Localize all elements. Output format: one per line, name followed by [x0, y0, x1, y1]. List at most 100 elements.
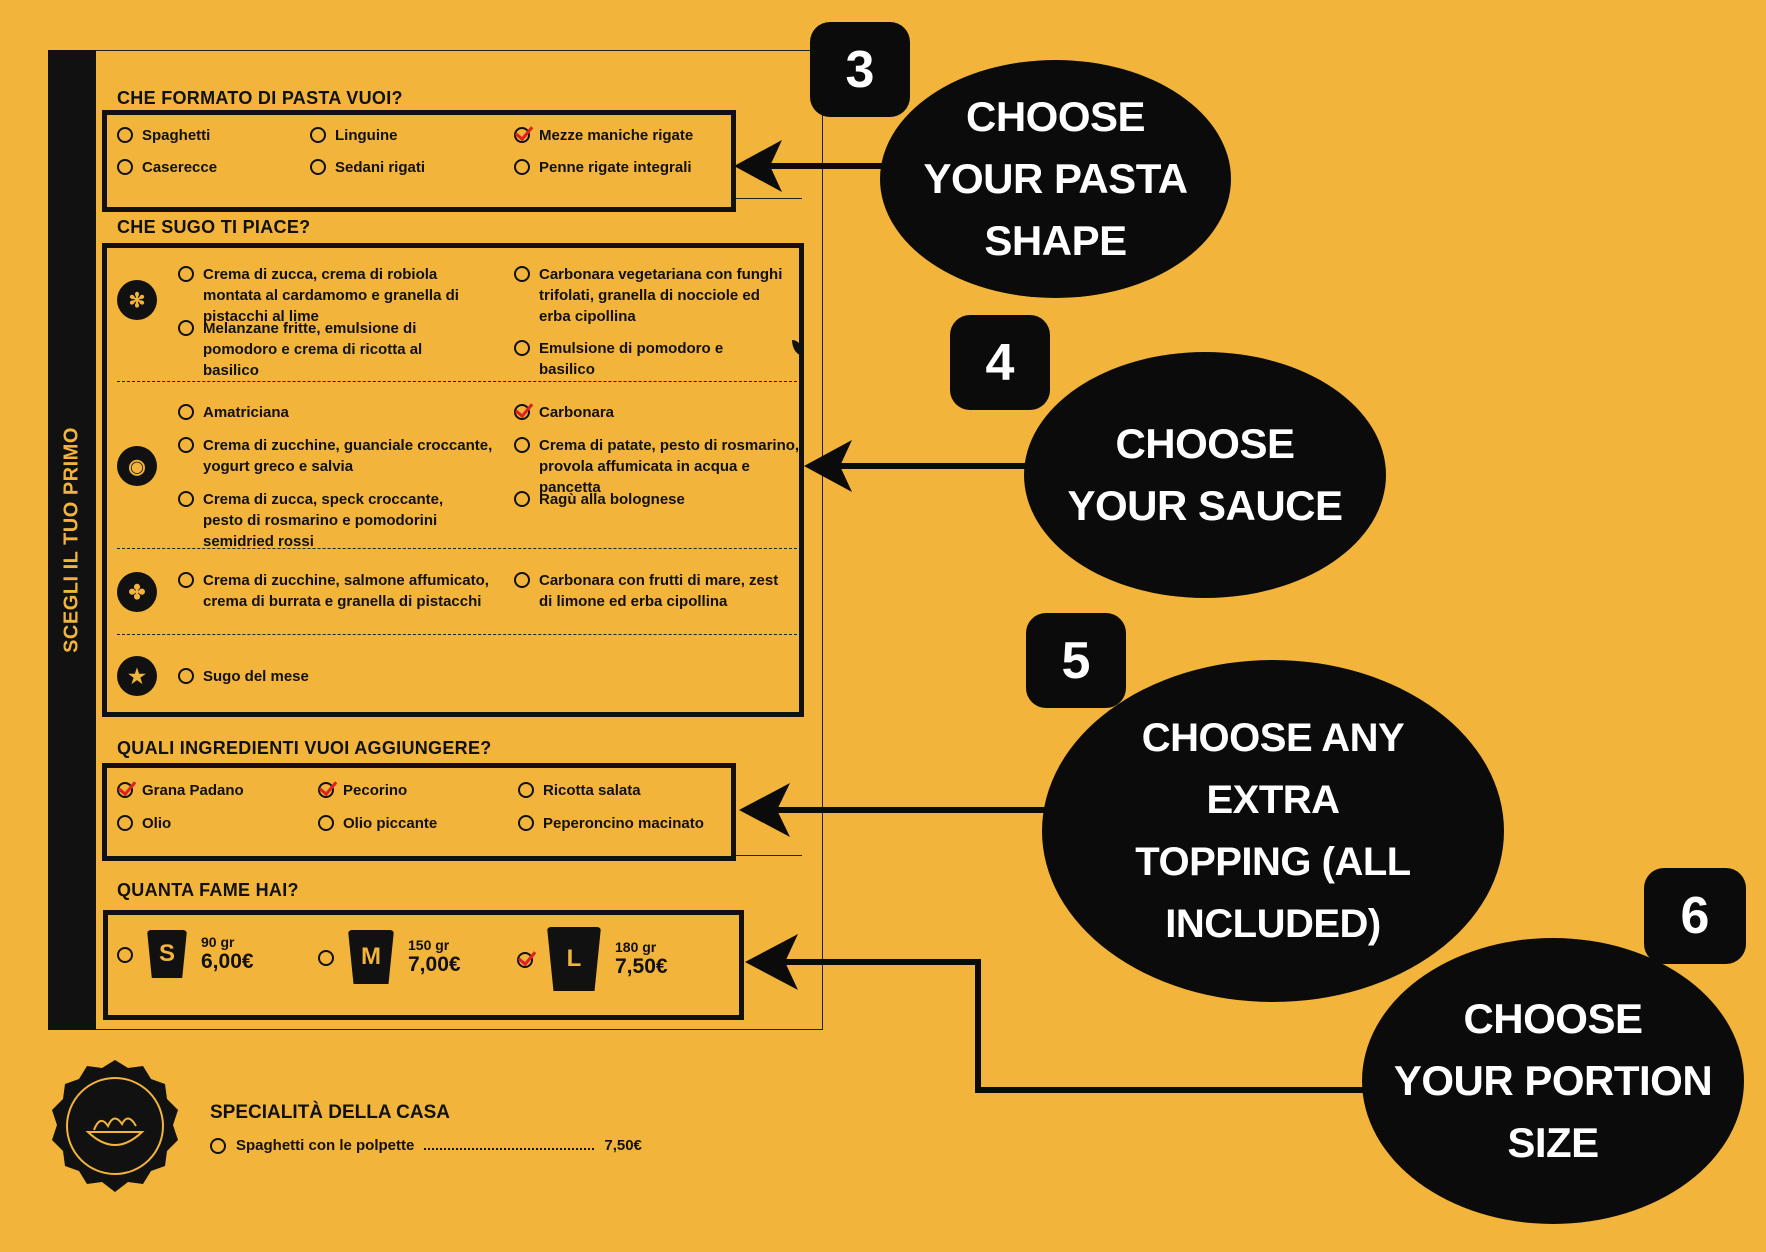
sauce-option[interactable]: Ragù alla bolognese — [514, 489, 685, 510]
radio-button[interactable] — [514, 340, 530, 356]
arrowhead-5 — [739, 783, 790, 837]
checkbox[interactable] — [117, 815, 133, 831]
topping-option[interactable]: Olio — [117, 813, 171, 834]
callout-bubble-3: CHOOSE YOUR PASTA SHAPE — [880, 60, 1231, 298]
step-number-6: 6 — [1644, 868, 1746, 964]
step-number-5: 5 — [1026, 613, 1126, 708]
radio-button[interactable] — [514, 491, 530, 507]
radio-button[interactable] — [178, 320, 194, 336]
size-grams: 150 gr — [408, 937, 450, 953]
size-price: 7,50€ — [615, 955, 668, 978]
sauce-option[interactable]: Melanzane fritte, emulsione di pomodoro … — [178, 318, 468, 381]
size-section-title: QUANTA FAME HAI? — [117, 880, 299, 900]
radio-button[interactable] — [514, 266, 530, 282]
size-option-l[interactable]: L 180 gr 7,50€ — [517, 927, 668, 991]
pasta-options-box — [102, 110, 736, 212]
radio-button[interactable] — [310, 127, 326, 143]
pasta-option[interactable]: Spaghetti — [117, 125, 210, 146]
toppings-section-title: QUALI INGREDIENTI VUOI AGGIUNGERE? — [117, 738, 492, 758]
cup-small-icon: S — [147, 930, 187, 978]
radio-button-checked[interactable] — [517, 952, 533, 968]
radio-button[interactable] — [514, 572, 530, 588]
sidebar-band — [48, 50, 96, 1030]
checkbox[interactable] — [518, 782, 534, 798]
pasta-bowl-icon — [52, 1060, 178, 1192]
group-divider — [117, 381, 797, 382]
sauce-option[interactable]: Carbonara — [514, 402, 614, 423]
arrowhead-4 — [804, 440, 852, 492]
arrow-line-6 — [760, 959, 1370, 1093]
radio-button[interactable] — [210, 1138, 226, 1154]
star-icon: ★ — [117, 656, 157, 696]
sauce-option[interactable]: Crema di zucca, crema di robiola montata… — [178, 264, 488, 327]
size-grams: 180 gr — [615, 939, 657, 955]
specialita-price: 7,50€ — [604, 1136, 642, 1154]
radio-button[interactable] — [117, 127, 133, 143]
sauce-option[interactable]: Amatriciana — [178, 402, 289, 423]
topping-option[interactable]: Ricotta salata — [518, 780, 641, 801]
fish-icon: ✤ — [117, 572, 157, 612]
arrowhead-3 — [734, 140, 782, 192]
pasta-option[interactable]: Mezze maniche rigate — [514, 125, 693, 146]
leaf-icon — [792, 340, 804, 356]
checkbox[interactable] — [318, 815, 334, 831]
pasta-option[interactable]: Penne rigate integrali — [514, 157, 692, 178]
size-price: 6,00€ — [201, 950, 254, 973]
specialita-item[interactable]: Spaghetti con le polpette 7,50€ — [210, 1136, 642, 1154]
radio-button[interactable] — [117, 159, 133, 175]
pasta-option[interactable]: Linguine — [310, 125, 398, 146]
checkbox-checked[interactable] — [117, 782, 133, 798]
size-options-box — [103, 910, 744, 1020]
radio-button[interactable] — [514, 437, 530, 453]
size-option-s[interactable]: S 90 gr 6,00€ — [117, 930, 254, 978]
callout-bubble-5: CHOOSE ANY EXTRA TOPPING (ALL INCLUDED) — [1042, 660, 1504, 1002]
checkbox-checked[interactable] — [318, 782, 334, 798]
size-option-m[interactable]: M 150 gr 7,00€ — [318, 930, 461, 984]
sauce-option[interactable]: Emulsione di pomodoro e basilico — [514, 338, 804, 380]
size-grams: 90 gr — [201, 934, 235, 950]
group-divider — [117, 634, 797, 635]
topping-option[interactable]: Peperoncino macinato — [518, 813, 704, 834]
radio-button[interactable] — [178, 668, 194, 684]
specialita-title: SPECIALITÀ DELLA CASA — [210, 1102, 450, 1123]
dot-leader — [424, 1148, 595, 1150]
radio-button[interactable] — [318, 950, 334, 966]
sauce-options-box — [102, 243, 804, 717]
sauce-option[interactable]: Sugo del mese — [178, 666, 309, 687]
step-number-3: 3 — [810, 22, 910, 117]
sauce-option[interactable]: Crema di zucca, speck croccante, pesto d… — [178, 489, 478, 552]
radio-button[interactable] — [117, 947, 133, 963]
checkbox[interactable] — [518, 815, 534, 831]
step-number-4: 4 — [950, 315, 1050, 410]
radio-button[interactable] — [178, 437, 194, 453]
radio-button-checked[interactable] — [514, 404, 530, 420]
radio-button[interactable] — [310, 159, 326, 175]
sauce-option[interactable]: Crema di patate, pesto di rosmarino, pro… — [514, 435, 804, 498]
carrot-icon: ✻ — [117, 280, 157, 320]
divider — [736, 855, 802, 856]
sauce-option[interactable]: Crema di zucchine, guanciale croccante, … — [178, 435, 498, 477]
topping-option[interactable]: Olio piccante — [318, 813, 437, 834]
sauce-option[interactable]: Carbonara con frutti di mare, zest di li… — [514, 570, 794, 612]
radio-button[interactable] — [178, 266, 194, 282]
radio-button[interactable] — [178, 572, 194, 588]
pasta-option[interactable]: Sedani rigati — [310, 157, 425, 178]
sauce-option[interactable]: Carbonara vegetariana con funghi trifola… — [514, 264, 794, 327]
pasta-option[interactable]: Caserecce — [117, 157, 217, 178]
cup-medium-icon: M — [348, 930, 394, 984]
topping-option[interactable]: Pecorino — [318, 780, 407, 801]
size-price: 7,00€ — [408, 953, 461, 976]
radio-button[interactable] — [514, 159, 530, 175]
callout-bubble-4: CHOOSE YOUR SAUCE — [1024, 352, 1386, 598]
divider — [736, 198, 802, 199]
cup-large-icon: L — [547, 927, 601, 991]
sauce-option[interactable]: Crema di zucchine, salmone affumicato, c… — [178, 570, 498, 612]
radio-button-checked[interactable] — [514, 127, 530, 143]
radio-button[interactable] — [178, 404, 194, 420]
topping-option[interactable]: Grana Padano — [117, 780, 244, 801]
radio-button[interactable] — [178, 491, 194, 507]
arrowhead-6 — [745, 934, 798, 990]
group-divider — [117, 548, 797, 549]
pasta-section-title: CHE FORMATO DI PASTA VUOI? — [117, 88, 403, 108]
